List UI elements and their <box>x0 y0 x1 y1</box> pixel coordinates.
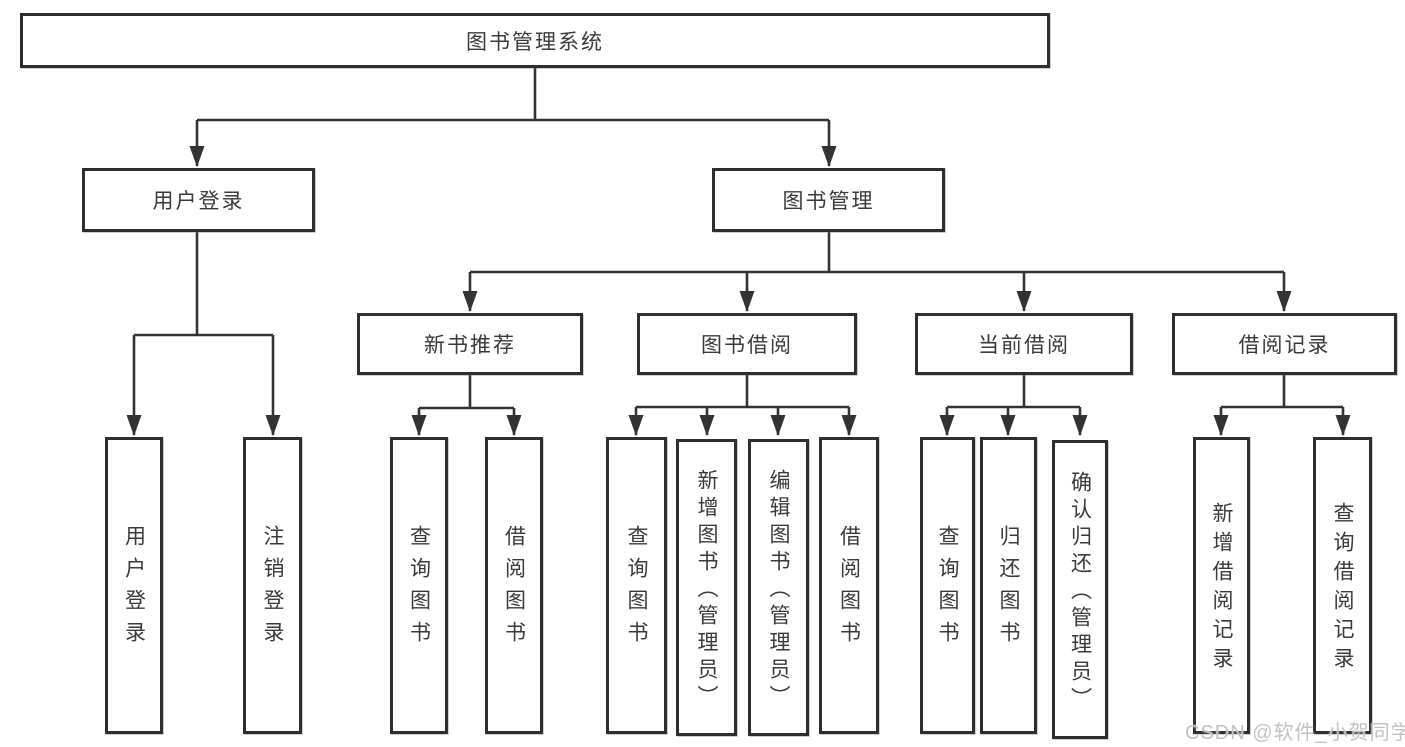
node-leaf-logout: 注销登录 <box>243 437 302 734</box>
node-leaf-add-borrow-record: 新增借阅记录 <box>1193 437 1250 734</box>
node-leaf-return-books: 归还图书 <box>980 437 1037 734</box>
node-new-book-recommend: 新书推荐 <box>357 313 583 375</box>
node-current-borrow: 当前借阅 <box>915 313 1133 375</box>
node-leaf-borrow-books-recommend: 借阅图书 <box>485 437 543 734</box>
node-root-system: 图书管理系统 <box>20 13 1050 68</box>
node-leaf-add-book-admin: 新增图书（管理员） <box>676 439 737 736</box>
node-leaf-edit-book-admin: 编辑图书（管理员） <box>748 439 809 736</box>
node-leaf-query-books-current: 查询图书 <box>920 437 975 734</box>
node-book-management: 图书管理 <box>712 168 945 232</box>
node-leaf-query-books-borrow: 查询图书 <box>606 437 667 734</box>
node-leaf-confirm-return-admin: 确认归还（管理员） <box>1052 440 1108 739</box>
node-leaf-borrow-books: 借阅图书 <box>819 437 879 734</box>
node-leaf-query-books-recommend: 查询图书 <box>390 437 448 734</box>
node-leaf-user-login: 用户登录 <box>105 437 163 734</box>
node-borrow-records: 借阅记录 <box>1172 313 1397 375</box>
node-user-login: 用户登录 <box>82 168 315 232</box>
node-book-borrow: 图书借阅 <box>637 313 857 375</box>
node-leaf-query-borrow-record: 查询借阅记录 <box>1313 437 1372 734</box>
watermark-text: CSDN @软件_小贺同学 <box>1185 722 1405 744</box>
